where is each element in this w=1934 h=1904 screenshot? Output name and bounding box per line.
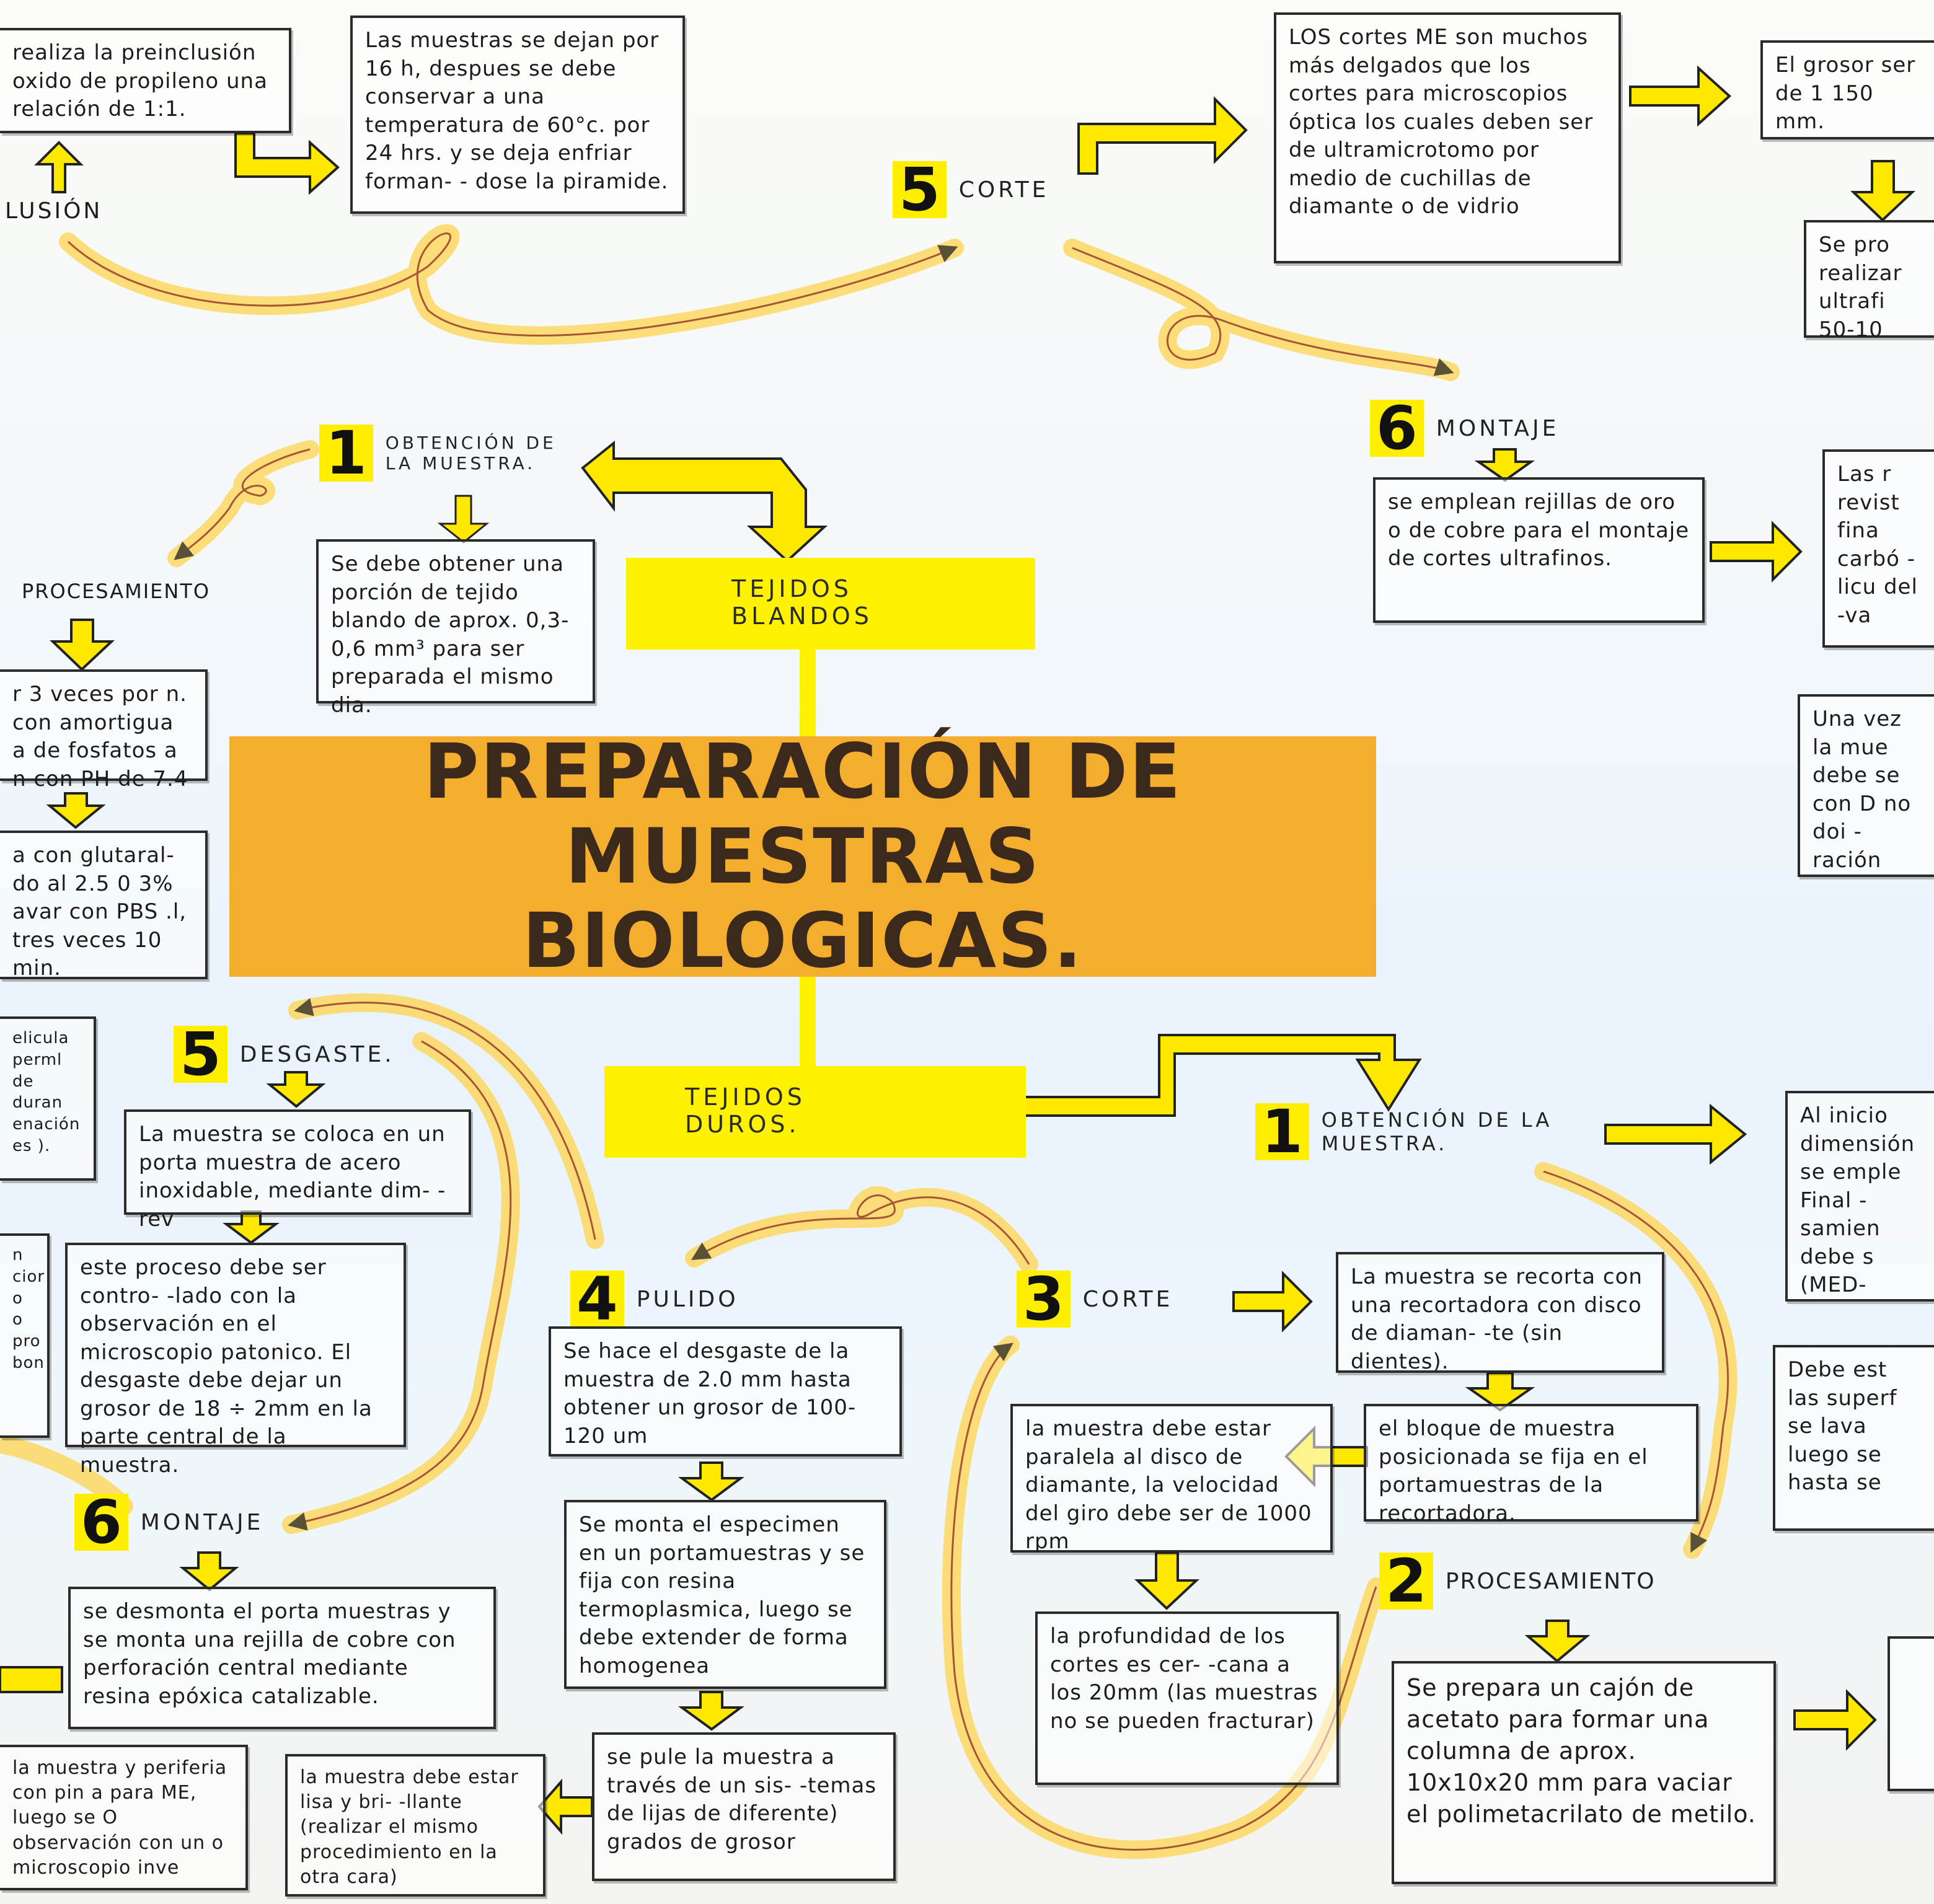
- step-6-montaje-duros-number: 6: [74, 1492, 128, 1552]
- tag-blandos-line1: TEJIDOS: [731, 575, 852, 602]
- box-rejillas: Las r revist fina carbó -licu del -va: [1822, 449, 1934, 648]
- spine-top: [800, 645, 816, 738]
- box-debe: Debe est las superf se lava luego se has…: [1773, 1345, 1934, 1531]
- box-polimerizacion: Las muestras se dejan por 16 h, despues …: [350, 15, 685, 214]
- arrow-down-glutaral: [46, 792, 106, 829]
- arrow-down-obtencion-blandos: [437, 495, 490, 544]
- step-5-corte-number: 5: [893, 160, 947, 219]
- box-right-edge: [1888, 1636, 1934, 1791]
- box-especimen: Se monta el especimen en un portamuestra…: [564, 1500, 886, 1689]
- flow-corte-to-montaje: [1063, 239, 1460, 381]
- box-lavar: r 3 veces por n. con amortigua a de fosf…: [0, 669, 208, 791]
- spine-bottom: [800, 977, 816, 1076]
- step-4-pulido-label: PULIDO: [636, 1286, 739, 1312]
- step-3-corte-duros-label: CORTE: [1082, 1286, 1173, 1312]
- box-brillante: la muestra debe estar lisa y bri- -llant…: [285, 1754, 545, 1897]
- step-5-desgaste: 5 DESGASTE.: [174, 1025, 395, 1084]
- box-inicio: Al inicio dimensión se emple Final -sami…: [1785, 1091, 1934, 1302]
- label-inclusion: LUSIÓN: [5, 198, 103, 224]
- step-1-obtencion-duros-label: OBTENCIÓN DE LA MUESTRA.: [1321, 1108, 1553, 1155]
- box-left-strip: n cior o o pro bon: [0, 1233, 50, 1438]
- main-title-box: PREPARACIÓN DE MUESTRAS BIOLOGICAS.: [229, 729, 1376, 983]
- tag-duros-line2: DUROS.: [685, 1111, 800, 1138]
- step-3-corte-duros: 3 CORTE: [1017, 1269, 1173, 1329]
- step-5-corte-label: CORTE: [958, 177, 1049, 203]
- box-glutaral: a con glutaral- do al 2.5 0 3% avar con …: [0, 831, 208, 981]
- arrow-down-bloque: [1465, 1372, 1535, 1412]
- box-grosor: El grosor ser de 1 150 mm.: [1760, 40, 1934, 139]
- step-1-obtencion-blandos-number: 1: [319, 423, 373, 483]
- box-una-vez: Una vez la mue debe se con D no doi -rac…: [1798, 694, 1934, 877]
- arrow-down-montaje: [1474, 448, 1535, 482]
- arrow-right-rejillas: [1710, 521, 1803, 583]
- arrow-down-controlado: [223, 1210, 280, 1245]
- arrow-down-ultrafinos: [1850, 160, 1916, 222]
- arrow-duros-elbow: [1022, 1034, 1422, 1117]
- arrow-down-desgaste: [266, 1071, 326, 1108]
- box-corte-blandos: LOS cortes ME son muchos más delgados qu…: [1274, 12, 1621, 263]
- flow-inclusion-to-corte: [59, 224, 964, 345]
- arrow-right-polimerizacion: [234, 132, 340, 195]
- arrow-down-procesamiento: [50, 619, 115, 671]
- step-6-montaje-blandos-number: 6: [1370, 399, 1424, 458]
- arrow-down-montaje-duros: [179, 1551, 239, 1592]
- title-line-2: BIOLOGICAS.: [522, 897, 1084, 985]
- arrow-down-especimen: [678, 1691, 745, 1731]
- step-1-obtencion-blandos-label: OBTENCIÓN DE LA MUESTRA.: [385, 433, 557, 474]
- step-1-obtencion-duros-number: 1: [1255, 1102, 1309, 1161]
- step-5-desgaste-number: 5: [174, 1025, 227, 1084]
- box-pelicula: elicula perml de duran enación es ).: [0, 1016, 96, 1181]
- box-cajon: Se prepara un cajón de acetato para form…: [1392, 1661, 1776, 1884]
- arrow-right-cajon: [1793, 1689, 1877, 1751]
- arrow-down-pulido: [678, 1461, 745, 1502]
- arrow-corte-elbow: [1077, 96, 1248, 175]
- arrow-up-inclusion: [34, 141, 84, 193]
- tag-tejidos-blandos: TEJIDOS BLANDOS: [626, 558, 1035, 650]
- step-2-procesamiento-duros-label: PROCESAMIENTO: [1445, 1568, 1656, 1594]
- step-5-corte: 5 CORTE: [893, 160, 1049, 219]
- arrow-left-lijas: [537, 1778, 593, 1835]
- box-lijas: se pule la muestra a través de un sis- -…: [592, 1732, 896, 1881]
- step-3-corte-duros-number: 3: [1017, 1269, 1071, 1329]
- arrow-double-blandos: [581, 440, 828, 563]
- title-line-1: PREPARACIÓN DE MUESTRAS: [423, 728, 1182, 901]
- step-6-montaje-duros: 6 MONTAJE: [74, 1492, 264, 1552]
- step-6-montaje-duros-label: MONTAJE: [140, 1509, 264, 1535]
- flow-corte-to-pulido: [685, 1186, 1038, 1274]
- step-1-obtencion-blandos: 1 OBTENCIÓN DE LA MUESTRA.: [319, 423, 572, 483]
- step-6-montaje-blandos: 6 MONTAJE: [1370, 399, 1560, 458]
- step-6-montaje-blandos-label: MONTAJE: [1436, 415, 1560, 441]
- arrow-right-grosor: [1629, 65, 1731, 127]
- box-ultrafinos: Se pro realizar ultrafi 50-10: [1804, 220, 1934, 342]
- arrow-down-cajon: [1524, 1620, 1591, 1663]
- tag-blandos-line2: BLANDOS: [731, 602, 873, 630]
- step-2-procesamiento-duros: 2 PROCESAMIENTO: [1379, 1551, 1656, 1611]
- label-procesamiento-blandos: PROCESAMIENTO: [22, 580, 211, 603]
- arrow-down-profundidad: [1134, 1551, 1200, 1610]
- box-paralela: la muestra debe estar paralela al disco …: [1010, 1404, 1333, 1554]
- box-montaje-blandos: se emplean rejillas de oro o de cobre pa…: [1373, 477, 1705, 623]
- step-4-pulido-number: 4: [570, 1269, 624, 1329]
- box-desgaste: La muestra se coloca en un porta muestra…: [124, 1109, 471, 1232]
- step-1-obtencion-duros: 1 OBTENCIÓN DE LA MUESTRA.: [1255, 1102, 1557, 1161]
- step-5-desgaste-label: DESGASTE.: [239, 1041, 395, 1067]
- box-recorta: La muestra se recorta con una recortador…: [1336, 1252, 1664, 1374]
- step-2-procesamiento-duros-number: 2: [1379, 1551, 1433, 1611]
- box-montaje-duros: se desmonta el porta muestras y se monta…: [68, 1587, 496, 1729]
- box-preinclusion: realiza la preinclusión oxido de propile…: [0, 28, 291, 133]
- step-4-pulido: 4 PULIDO: [570, 1269, 739, 1329]
- arrow-right-recorta: [1232, 1271, 1313, 1333]
- box-obtencion-blandos: Se debe obtener una porción de tejido bl…: [316, 539, 595, 718]
- box-periferia: la muestra y periferia con pin a para ME…: [0, 1745, 248, 1890]
- box-pulido: Se hace el desgaste de la muestra de 2.0…: [549, 1326, 902, 1457]
- left-edge-bar: [0, 1666, 63, 1693]
- box-bloque: el bloque de muestra posicionada se fija…: [1364, 1404, 1698, 1526]
- box-controlado: este proceso debe ser contro- -lado con …: [65, 1243, 406, 1478]
- box-profundidad: la profundidad de los cortes es cer- -ca…: [1035, 1611, 1339, 1785]
- arrow-right-inicio: [1604, 1103, 1747, 1165]
- tag-duros-line1: TEJIDOS: [685, 1083, 806, 1111]
- tag-tejidos-duros: TEJIDOS DUROS.: [604, 1066, 1026, 1158]
